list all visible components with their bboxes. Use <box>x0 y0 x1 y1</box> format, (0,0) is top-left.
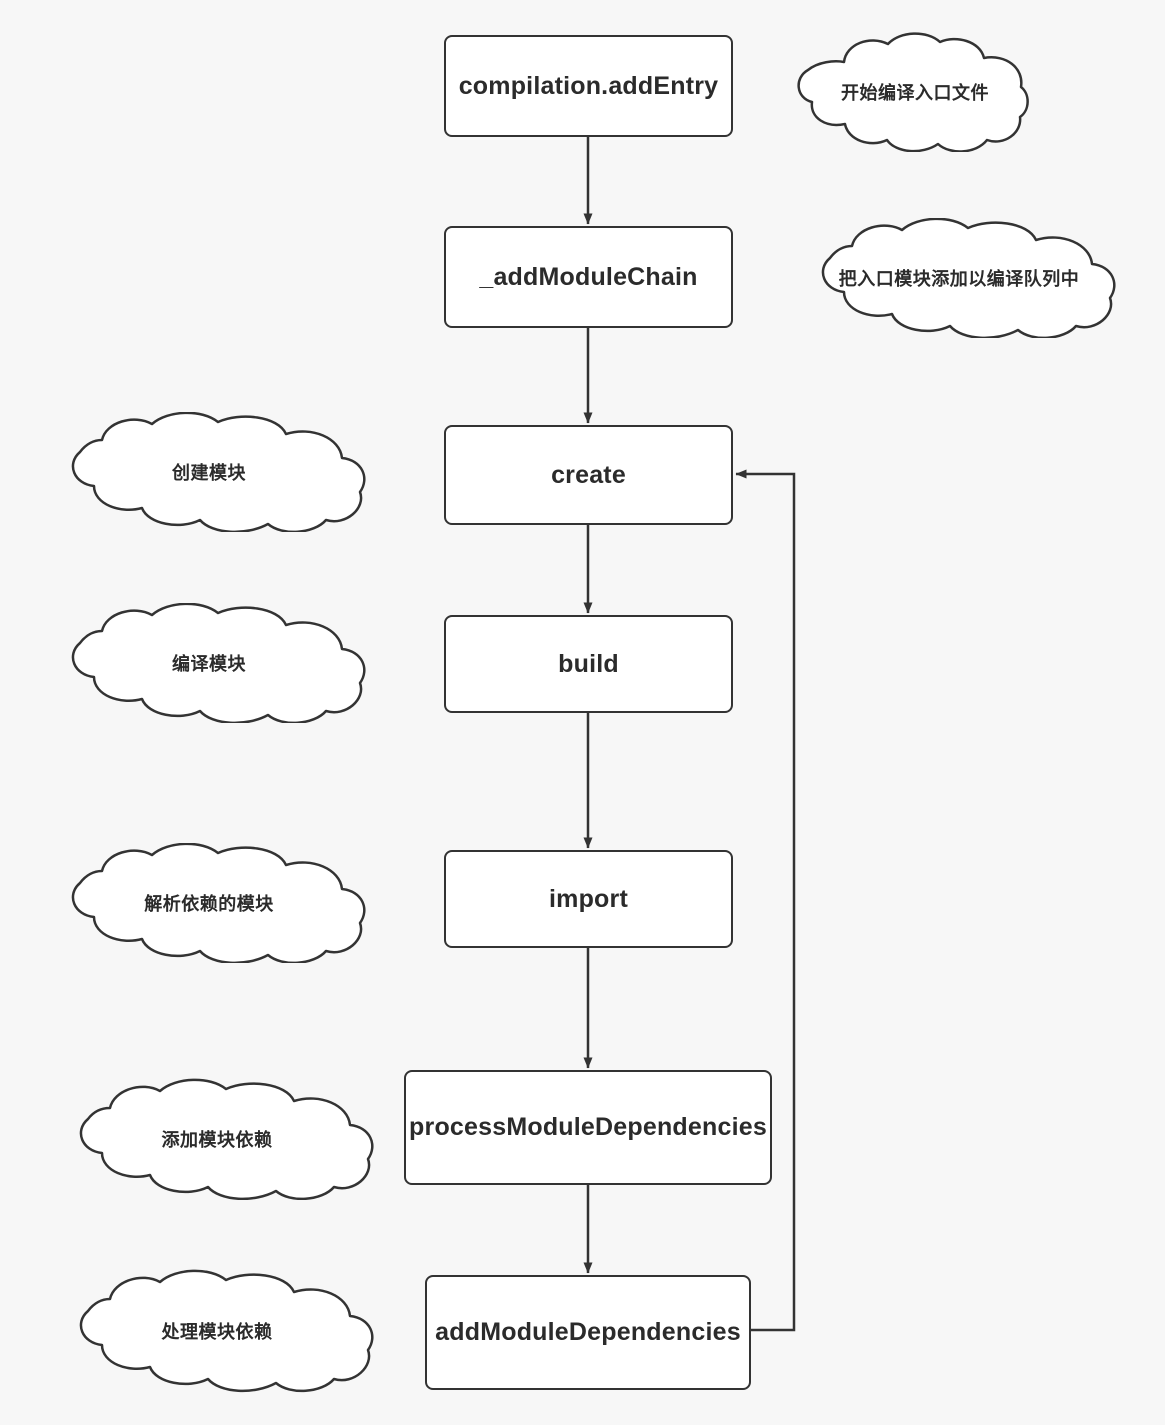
annotation-add-entry-module-to-queue: 把入口模块添加以编译队列中 <box>790 218 1128 338</box>
annotation-create-module: 创建模块 <box>40 412 378 532</box>
node-compilation-add-entry[interactable]: compilation.addEntry <box>444 35 733 137</box>
cloud-shape <box>71 412 366 532</box>
node-add-module-dependencies[interactable]: addModuleDependencies <box>425 1275 751 1390</box>
cloud-shape <box>79 1269 374 1393</box>
cloud-shape <box>79 1078 374 1200</box>
node-label: create <box>551 460 626 489</box>
node-import[interactable]: import <box>444 850 733 948</box>
node-build[interactable]: build <box>444 615 733 713</box>
node-process-module-dependencies[interactable]: processModuleDependencies <box>404 1070 772 1185</box>
annotation-compile-module: 编译模块 <box>40 603 378 723</box>
node-label: processModuleDependencies <box>409 1113 767 1141</box>
cloud-shape <box>821 218 1116 338</box>
node-create[interactable]: create <box>444 425 733 525</box>
edge-addmoduledependencies-loop-to-create <box>735 469 796 1332</box>
cloud-shape <box>797 32 1029 152</box>
annotation-resolve-dependent-modules: 解析依赖的模块 <box>40 843 378 963</box>
annotation-add-module-dependency: 添加模块依赖 <box>48 1078 386 1200</box>
node-add-module-chain[interactable]: _addModuleChain <box>444 226 733 328</box>
annotation-handle-module-dependency: 处理模块依赖 <box>48 1268 386 1393</box>
node-label: compilation.addEntry <box>458 71 719 100</box>
node-label: _addModuleChain <box>479 262 698 291</box>
node-label: addModuleDependencies <box>435 1318 741 1346</box>
cloud-shape <box>71 843 366 963</box>
node-label: import <box>549 884 628 913</box>
node-label: build <box>558 649 619 678</box>
cloud-shape <box>71 603 366 723</box>
annotation-start-compile-entry-file: 开始编译入口文件 <box>790 32 1040 152</box>
